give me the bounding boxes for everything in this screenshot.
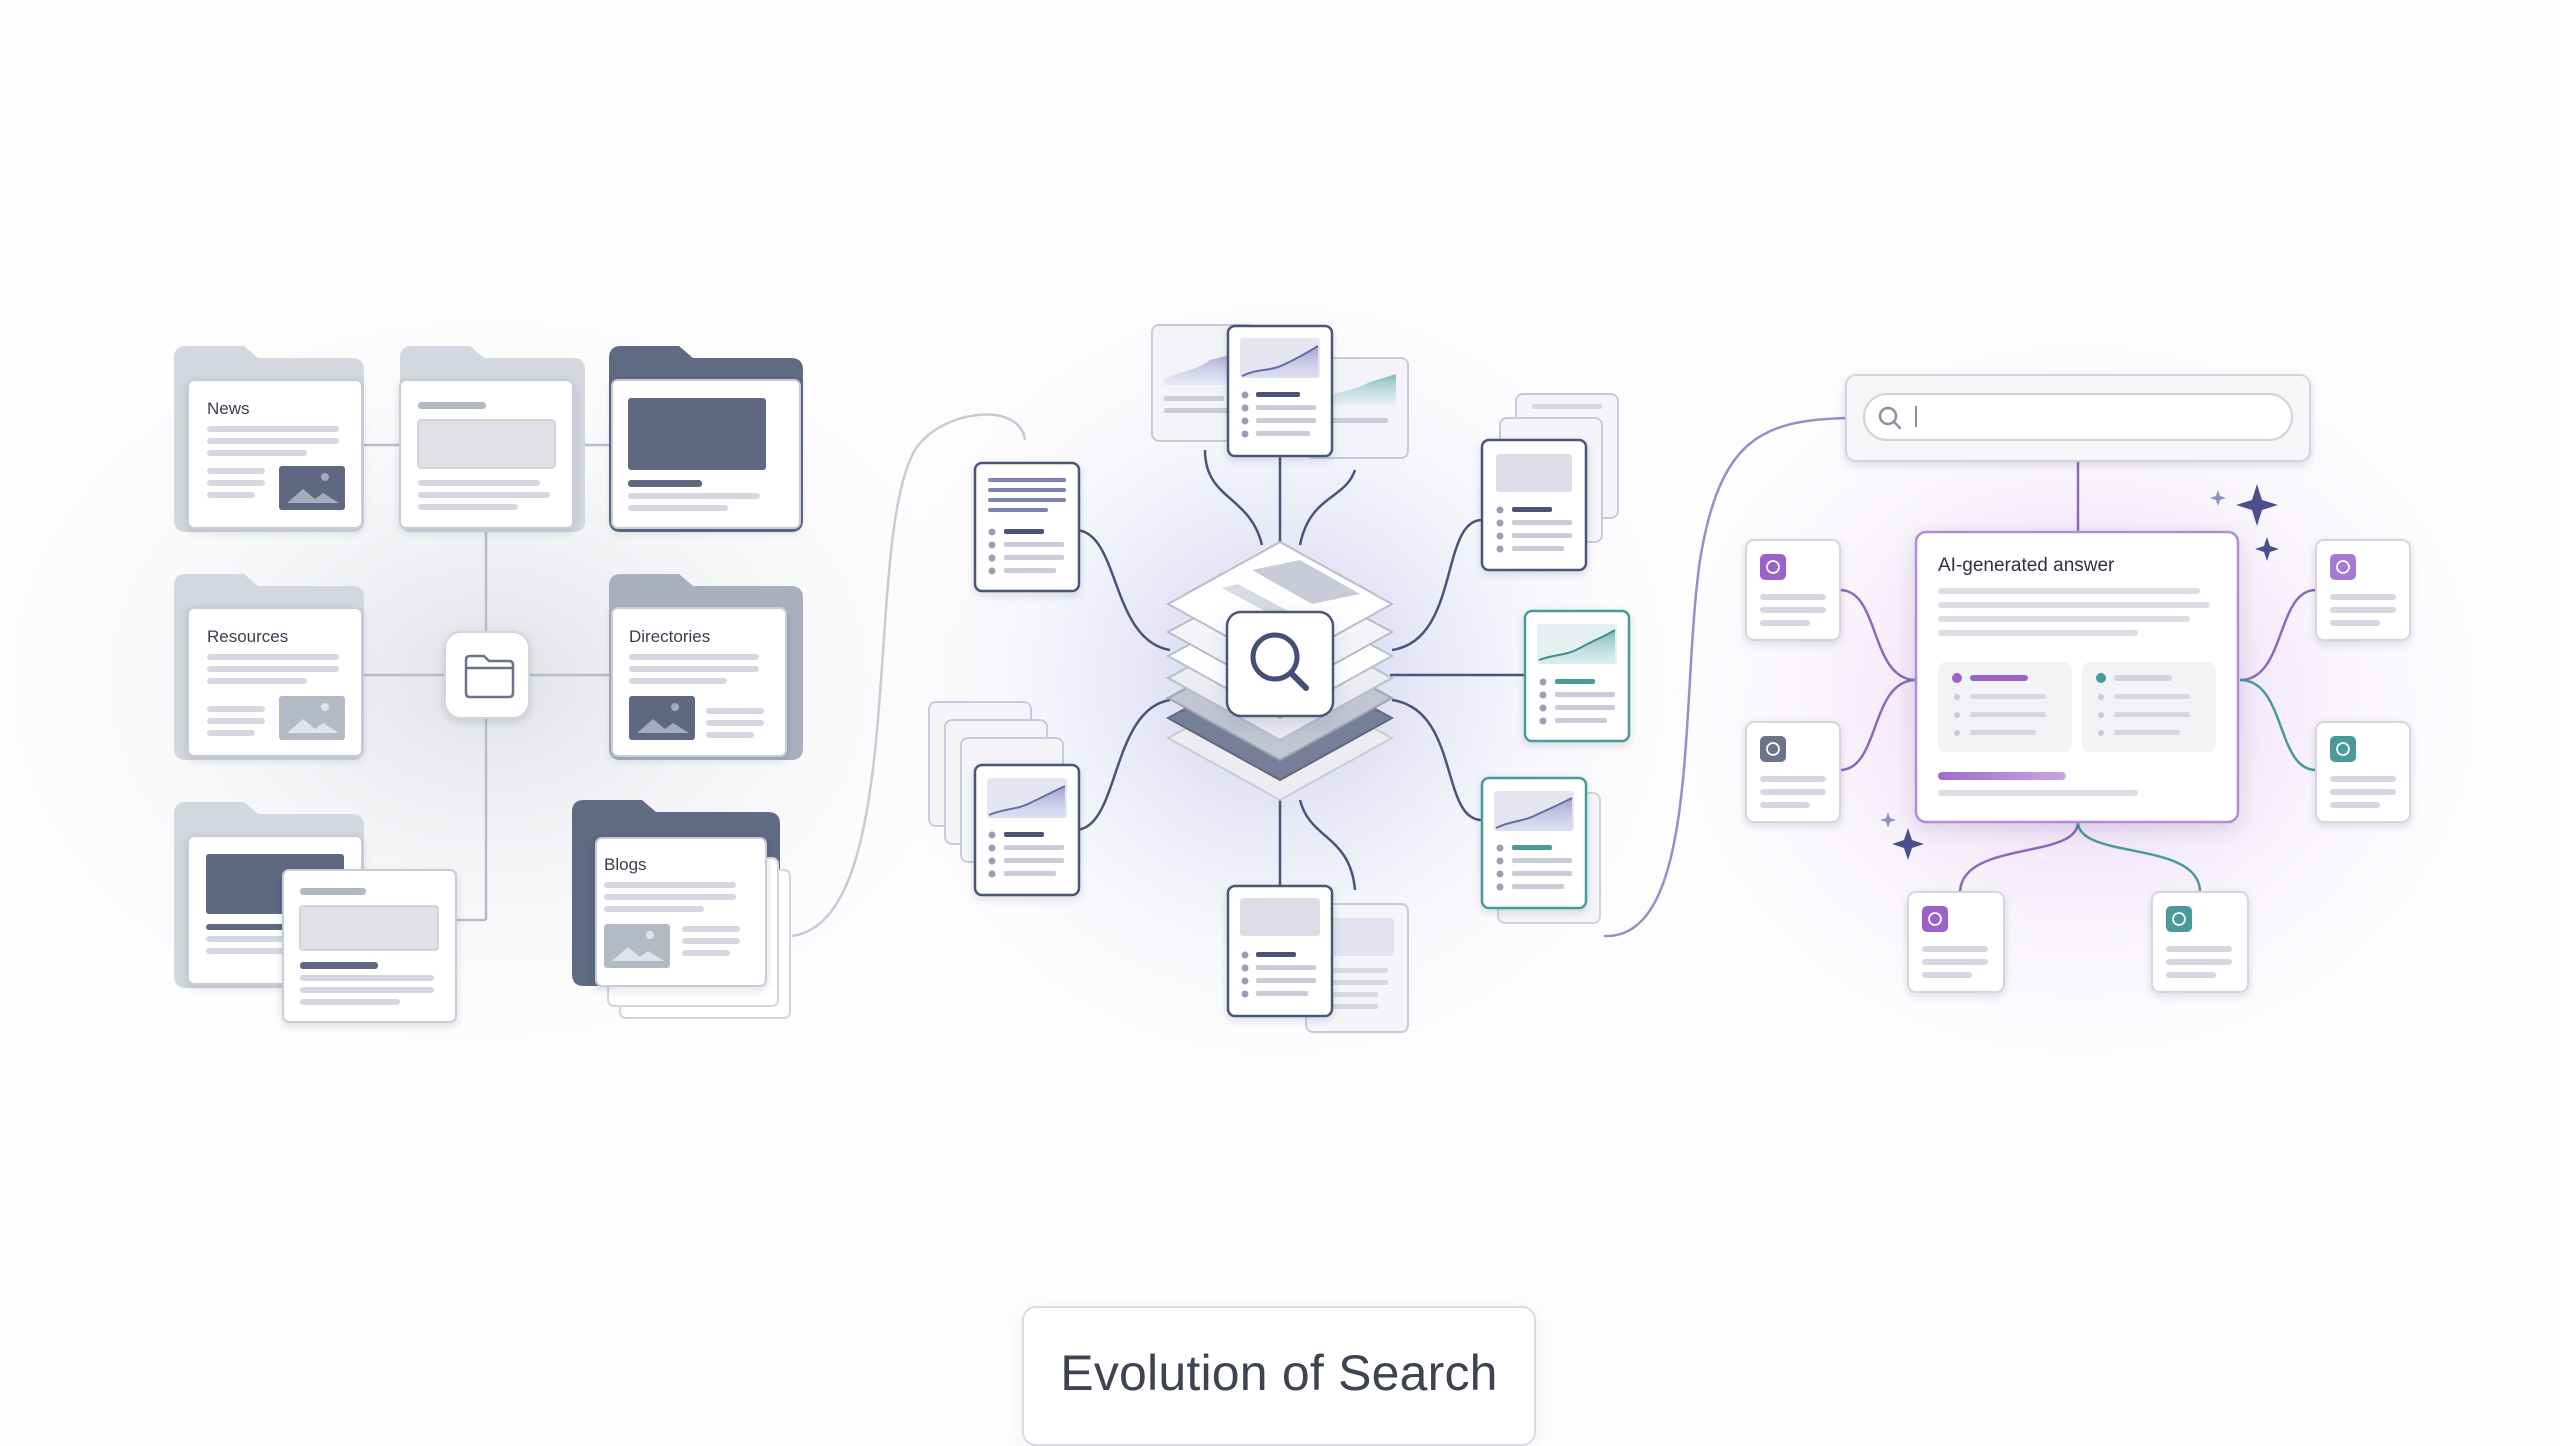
index-connectors [1074, 449, 1525, 891]
index-card-top-center[interactable] [1226, 324, 1334, 458]
index-card-right-upper[interactable] [1480, 393, 1619, 572]
magnifier-icon [1250, 632, 1309, 691]
folder-stacked-bottom[interactable] [174, 802, 457, 1023]
openai-knot-icon [2330, 736, 2356, 762]
ai-source-card-bottom-left[interactable] [1907, 891, 2005, 993]
openai-knot-icon [1760, 736, 1786, 762]
answer-card-right [2082, 662, 2216, 752]
folder-resources[interactable]: Resources [174, 574, 364, 760]
connector-stage1-to-stage2 [791, 413, 1027, 938]
answer-card-left [1938, 662, 2072, 752]
index-stage [928, 324, 1631, 1033]
index-card-bottom[interactable] [1226, 884, 1409, 1033]
openai-knot-icon [1760, 554, 1786, 580]
caption-box: Evolution of Search [1022, 1306, 1536, 1446]
folder-blogs[interactable]: Blogs [572, 800, 791, 1019]
ai-answer-title: AI-generated answer [1938, 555, 2115, 576]
search-bar[interactable] [1845, 374, 2311, 462]
folder-icon [464, 654, 515, 699]
ai-source-card-bottom-right[interactable] [2151, 891, 2249, 993]
folder-top-middle[interactable] [399, 346, 585, 532]
ai-source-card-right-upper[interactable] [2315, 539, 2411, 641]
directory-connectors [362, 443, 612, 922]
image-icon [279, 696, 345, 740]
index-card-left-upper[interactable] [973, 461, 1081, 593]
image-icon [604, 924, 670, 968]
ai-connectors [1839, 462, 2317, 893]
ai-source-card-left-lower[interactable] [1745, 721, 1841, 823]
openai-knot-icon [1922, 906, 1948, 932]
ai-stage: AI-generated answer [1745, 374, 2411, 993]
directory-hub[interactable] [444, 631, 530, 719]
folder-dark-top[interactable] [609, 346, 803, 532]
image-icon [279, 466, 345, 510]
folder-directories[interactable]: Directories [609, 574, 803, 760]
index-stack[interactable] [1165, 540, 1395, 802]
folder-news[interactable]: News [174, 346, 364, 532]
image-icon [629, 696, 695, 740]
openai-knot-icon [2330, 554, 2356, 580]
index-card-left-lower[interactable] [928, 701, 1081, 897]
caption-title: Evolution of Search [1060, 1345, 1498, 1401]
folder-label-directories: Directories [629, 627, 710, 646]
ai-source-card-left-upper[interactable] [1745, 539, 1841, 641]
search-icon [1878, 406, 1902, 430]
folder-label-news: News [207, 399, 250, 418]
directory-stage: News [174, 346, 803, 1023]
ai-connectors-teal [2076, 678, 2317, 893]
openai-knot-icon [2166, 906, 2192, 932]
folder-label-blogs: Blogs [604, 855, 647, 874]
index-card-right-lower[interactable] [1480, 776, 1601, 924]
sparkle-icon [1880, 484, 2279, 860]
connector-stage2-to-stage3 [1603, 416, 1849, 938]
folder-label-resources: Resources [207, 627, 288, 646]
ai-answer-panel[interactable]: AI-generated answer [1914, 530, 2240, 824]
ai-source-card-right-lower[interactable] [2315, 721, 2411, 823]
search-input[interactable] [1863, 393, 2293, 441]
index-card-right-middle[interactable] [1523, 609, 1631, 743]
